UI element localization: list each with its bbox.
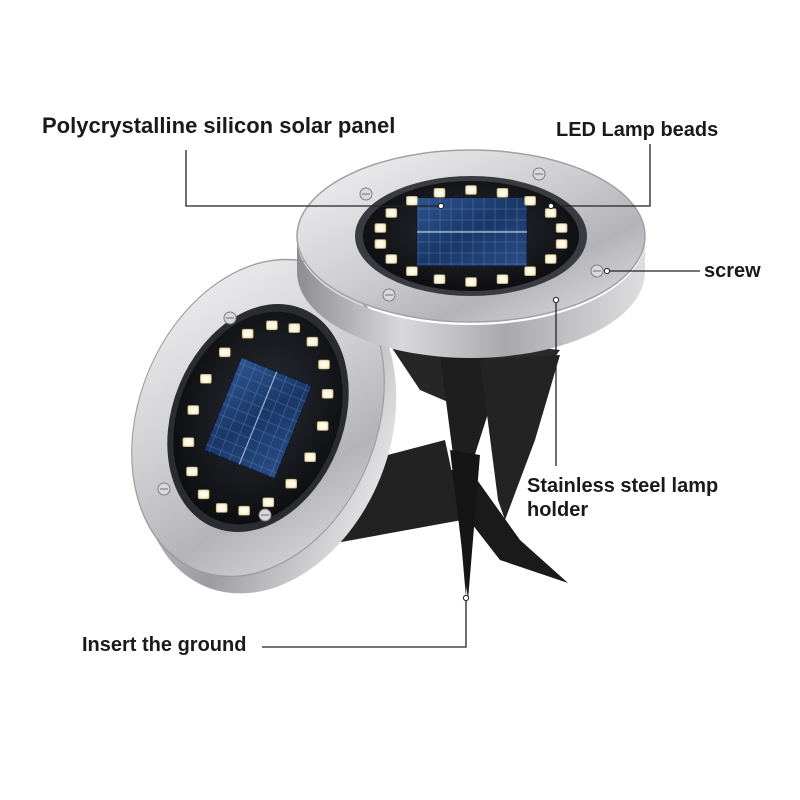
back-led-bead bbox=[555, 239, 568, 249]
back-screw-left bbox=[359, 187, 373, 201]
back-led-bead bbox=[465, 185, 477, 195]
label-lamp-holder-line1: Stainless steel lamp bbox=[527, 475, 719, 497]
back-led-bead bbox=[433, 188, 446, 198]
front-lamp bbox=[131, 258, 397, 594]
back-lamp bbox=[296, 149, 646, 358]
front-led-bead bbox=[182, 437, 195, 448]
back-lamp-side-band bbox=[297, 239, 645, 358]
leader-dot-holder bbox=[552, 296, 560, 304]
label-led-beads: LED Lamp beads bbox=[556, 119, 719, 141]
back-led-bead bbox=[374, 239, 387, 249]
back-led-bead bbox=[544, 254, 557, 264]
front-led-bead bbox=[306, 336, 319, 347]
front-led-bead bbox=[304, 452, 316, 463]
front-led-bead bbox=[285, 478, 298, 489]
front-led-bead bbox=[266, 320, 278, 331]
back-led-bead bbox=[406, 266, 418, 277]
back-screw-right bbox=[590, 264, 604, 278]
label-lamp-holder: Stainless steel lamp holder bbox=[527, 474, 718, 523]
front-led-bead bbox=[318, 359, 330, 370]
back-led-bead bbox=[555, 223, 568, 233]
label-insert-ground: Insert the ground bbox=[82, 634, 247, 656]
leader-led-beads bbox=[551, 144, 651, 207]
front-led-bead bbox=[316, 421, 329, 431]
back-led-bead bbox=[496, 274, 509, 285]
front-led-ring bbox=[182, 320, 334, 516]
back-led-bead bbox=[385, 254, 398, 264]
front-led-bead bbox=[215, 503, 228, 513]
back-led-ring bbox=[374, 185, 568, 287]
front-led-bead bbox=[200, 373, 212, 384]
back-led-bead bbox=[406, 196, 418, 206]
front-led-bead bbox=[238, 505, 250, 516]
back-led-bead bbox=[433, 274, 446, 285]
front-led-bead bbox=[288, 323, 301, 333]
stake-right-fin bbox=[480, 355, 560, 520]
back-led-bead bbox=[544, 208, 557, 218]
leader-dot-led bbox=[547, 202, 555, 210]
back-led-bead bbox=[524, 196, 536, 206]
stake-center-long bbox=[440, 355, 505, 598]
front-led-bead bbox=[262, 497, 275, 508]
back-led-bead bbox=[524, 266, 536, 277]
front-led-bead bbox=[321, 388, 334, 399]
front-led-bead bbox=[197, 489, 210, 500]
back-led-bead bbox=[374, 223, 387, 233]
label-lamp-holder-line2: holder bbox=[527, 499, 589, 522]
back-screw-top bbox=[532, 167, 546, 181]
leader-ground bbox=[262, 598, 467, 648]
front-screw-top bbox=[223, 311, 237, 325]
front-screw-left bbox=[157, 482, 171, 496]
leader-solar-panel bbox=[185, 150, 441, 207]
leader-dot-panel bbox=[437, 202, 445, 210]
back-led-bead bbox=[385, 208, 398, 218]
label-screw: screw bbox=[704, 260, 761, 282]
front-led-bead bbox=[241, 328, 254, 339]
leader-dot-screw bbox=[603, 267, 611, 275]
back-screw-bottom bbox=[382, 288, 396, 302]
back-led-bead bbox=[465, 277, 477, 287]
front-led-bead bbox=[219, 347, 231, 358]
stake-spike-down bbox=[450, 450, 480, 600]
back-led-bead bbox=[496, 188, 509, 198]
label-solar-panel: Polycrystalline silicon solar panel bbox=[42, 113, 396, 138]
front-screw-bottom bbox=[258, 508, 272, 522]
front-led-bead bbox=[186, 466, 198, 477]
leader-dot-ground bbox=[462, 594, 470, 602]
front-led-bead bbox=[187, 405, 200, 415]
